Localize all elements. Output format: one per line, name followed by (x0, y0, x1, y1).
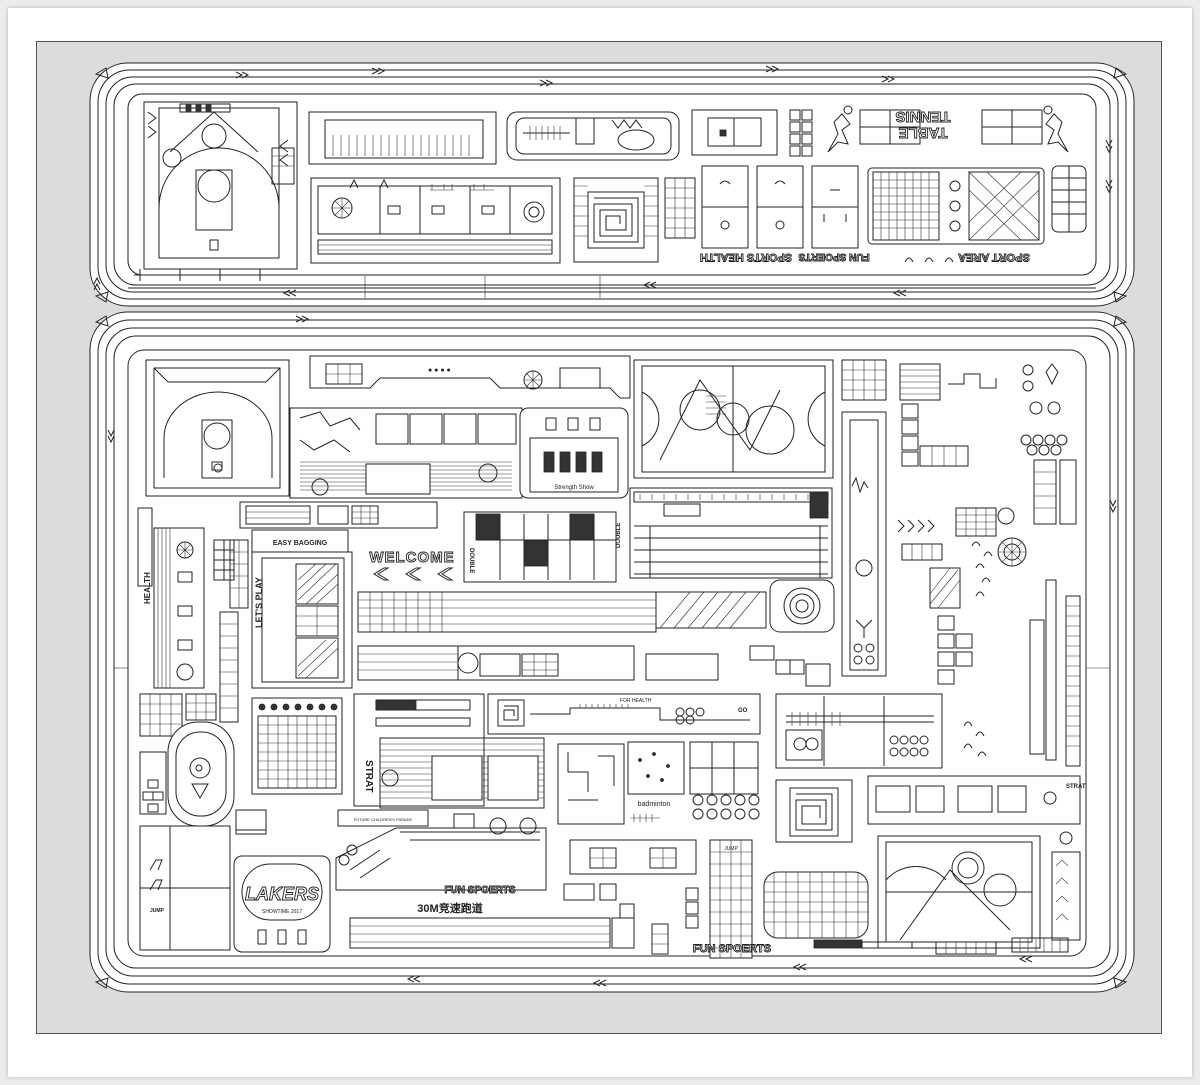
lakers-title: LAKERS (245, 884, 319, 904)
for-health-label: FOR HEALTH (620, 698, 652, 704)
running-lanes (629, 487, 833, 579)
jump-grid: JUMP (709, 839, 753, 959)
strat-label-left: STRAT (363, 760, 374, 793)
game-console-panel: ● ● ● ● (309, 355, 631, 399)
bottom-basketball-court (145, 359, 290, 497)
welcome-sign: WELCOME (369, 549, 454, 581)
table-tennis-title-1: TENNIS (895, 108, 950, 125)
left-strength-column: HEALTH (137, 507, 205, 689)
bottom-bars: FUN SPOERTS (692, 939, 997, 955)
sports-health-cards: SPORTS HEALTH FUN SPOERTS (699, 165, 870, 263)
badminton-area: badminton (557, 741, 759, 825)
future-parade: FUTURE CHILDREN'S PARADE (337, 809, 537, 835)
track-30m-label: 30M竞速跑道 (417, 901, 482, 915)
runner-icon (827, 105, 1069, 153)
oval-stadium (167, 721, 235, 827)
future-parade-label: FUTURE CHILDREN'S PARADE (354, 817, 413, 822)
bottom-lane-chevrons (107, 315, 1117, 987)
vertical-ladder-left (841, 411, 887, 677)
arrow-chevron-icon (373, 567, 454, 581)
right-chain-row (1020, 434, 1077, 525)
lakers-subtitle: SHOWTIME 2017 (262, 909, 302, 915)
fun-spoerts-bottom-label: FUN SPOERTS (693, 943, 771, 955)
letter-box-column (901, 403, 973, 685)
double-label-left: DOUBLE (468, 548, 474, 573)
table-tennis-area: TENNIS TABLE (859, 108, 1043, 145)
sports-health-label: SPORTS HEALTH (700, 251, 792, 263)
flower-icon (1045, 363, 1059, 386)
fun-spoerts-mid-label: FUN SPOERTS (444, 885, 515, 896)
top-inner-field (127, 93, 1097, 276)
lets-play-court: LET'S PLAY (251, 551, 353, 689)
go-label: GO (738, 708, 748, 714)
rounded-grid (763, 871, 869, 939)
double-checker-court: DOUBLE DOUBLE (463, 511, 622, 583)
number-balls (692, 794, 760, 820)
chevron-right-icon (897, 519, 935, 533)
jump-center-label: JUMP (724, 846, 738, 852)
right-square-pair (897, 507, 997, 609)
dartboard-icon (997, 507, 1027, 567)
maze-icon (573, 177, 659, 263)
sport-area-label: SPORT AREA (958, 251, 1030, 263)
strength-label: HEALTH (143, 572, 152, 604)
top-panel: TENNIS TABLE (89, 62, 1135, 307)
for-health-track: FOR HEALTH GO (487, 693, 761, 735)
strat-label-right: STRAT (1066, 784, 1086, 790)
easy-bagging-label: EASY BAGGING (273, 540, 328, 547)
right-ladder-block (775, 693, 943, 769)
footprint-icon (904, 257, 954, 263)
top-basketball-court (143, 101, 298, 270)
double-label-right: DOUBLE (616, 523, 622, 548)
footprint-icon (963, 541, 993, 757)
window-row: STRAT (569, 775, 1086, 875)
dash-track (357, 591, 767, 681)
basketball-icon (195, 463, 223, 772)
strength-show-label: Strength Show (554, 485, 594, 491)
chessboard (251, 697, 343, 795)
right-top-grids (841, 359, 1061, 415)
strength-show-panel: Strength Show (519, 407, 629, 499)
bottom-inner-field (127, 349, 1087, 957)
top-fence-row (310, 177, 561, 264)
small-dice-blocks (235, 645, 831, 955)
top-dot-grid (664, 177, 696, 239)
easy-bagging-area: EASY BAGGING (239, 501, 438, 553)
left-hopscotch (213, 539, 249, 723)
center-lane-panel (289, 407, 523, 499)
jump-left-label: JUMP (150, 908, 165, 914)
corner-arrow-icons (94, 67, 1128, 303)
table-tennis-title-2: TABLE (899, 124, 948, 141)
top-dice-column (789, 109, 813, 157)
left-mini-grids (139, 693, 217, 737)
top-lane-chevrons (93, 65, 1113, 297)
bottom-right-court (877, 835, 1041, 949)
top-goal-rows (308, 109, 778, 165)
track-30m: FUN SPOERTS 30M竞速跑道 (335, 827, 635, 949)
top-waffle-grids: SPORT AREA (867, 167, 1045, 263)
top-track-lane-1 (97, 69, 1127, 300)
hopscotch-icon (1051, 165, 1087, 233)
strat-panel: STRAT (353, 693, 545, 809)
svg-text:● ● ● ●: ● ● ● ● (428, 367, 451, 374)
far-right-column (1011, 831, 1081, 953)
round-maze (769, 579, 835, 633)
fun-spoerts-top-label: FUN SPOERTS (798, 251, 869, 262)
lets-play-label: LET'S PLAY (254, 577, 264, 628)
left-long-hopscotch: JUMP (139, 751, 231, 951)
top-track-lane-2 (105, 76, 1119, 293)
right-rails (1029, 579, 1081, 767)
maze-icon (775, 779, 853, 843)
center-basketball-court (633, 359, 834, 479)
badminton-label: badminton (638, 801, 671, 808)
welcome-title: WELCOME (369, 549, 454, 566)
bottom-corner-arrows (94, 315, 1128, 989)
bottom-panel: ● ● ● ● HEALTH (89, 311, 1135, 993)
